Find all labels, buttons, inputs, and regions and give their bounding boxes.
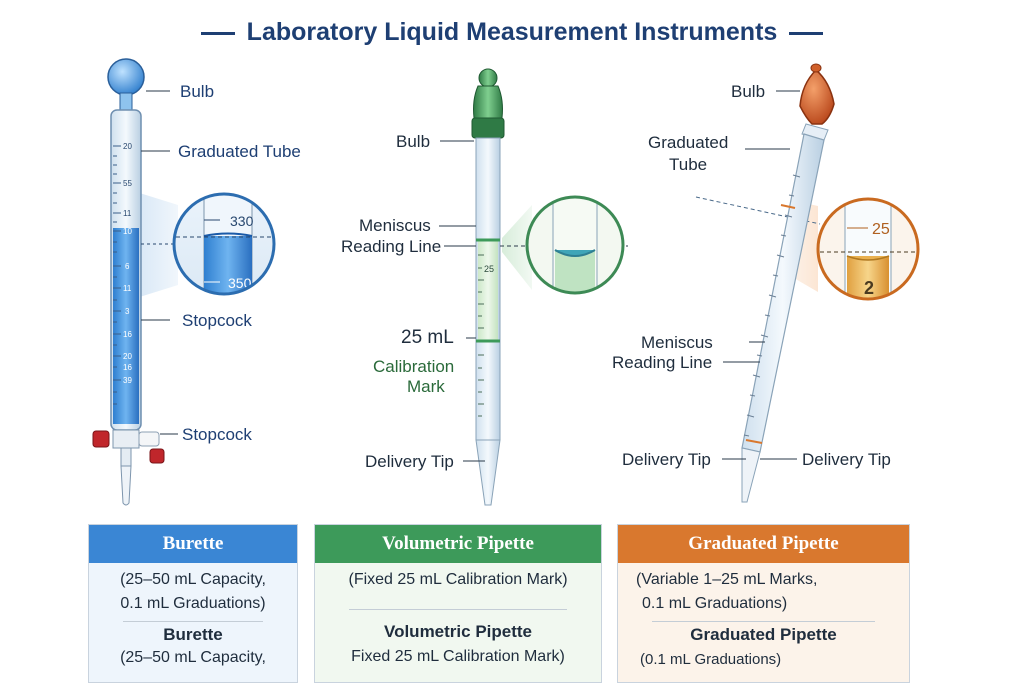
- burette-stopcock-key: [138, 431, 160, 447]
- label-burette-bulb: Bulb: [180, 82, 215, 101]
- card-burette: Burette (25–50 mL Capacity, 0.1 mL Gradu…: [88, 524, 298, 683]
- burette-stopcock-handle-right: [149, 448, 165, 464]
- burette-scale-label: 10: [123, 227, 132, 236]
- card-graduated: Graduated Pipette (Variable 1–25 mL Mark…: [617, 524, 910, 683]
- card-volumetric-header: Volumetric Pipette: [315, 525, 601, 563]
- burette-scale: [113, 145, 121, 405]
- graduated-bulb-shape: [799, 68, 835, 125]
- burette-scale-label: 39: [123, 376, 132, 385]
- graduated-zoom-bottom-label: 2: [864, 278, 874, 298]
- label-volumetric-mark-value: 25 mL: [401, 327, 454, 348]
- graduated-tip: [741, 447, 761, 503]
- label-graduated-reading-line: Reading Line: [612, 353, 713, 372]
- volumetric-bulb-shape: [473, 85, 503, 119]
- title-dash-right: [789, 31, 824, 35]
- graduated-scale: [743, 174, 801, 437]
- card-volumetric: Volumetric Pipette (Fixed 25 mL Calibrat…: [314, 524, 602, 683]
- graduated-pipette: 25 2: [695, 63, 920, 503]
- card-burette-line3: (25–50 mL Capacity,: [120, 649, 266, 666]
- card-graduated-line1: (Variable 1–25 mL Marks,: [636, 571, 818, 588]
- volumetric-bulb-knob: [478, 68, 498, 88]
- volumetric-liquid: [478, 240, 498, 340]
- burette-scale-label: 3: [125, 307, 130, 316]
- volumetric-tip: [475, 439, 501, 506]
- card-graduated-line3: (0.1 mL Graduations): [640, 651, 782, 668]
- graduated-tube: [741, 133, 825, 453]
- burette-zoom-top-label: 330: [230, 213, 254, 229]
- label-volumetric-mark: Mark: [407, 377, 445, 396]
- label-burette-graduated-tube: Graduated Tube: [178, 142, 301, 161]
- card-graduated-divider: [652, 621, 875, 622]
- card-graduated-subheading: Graduated Pipette: [690, 625, 837, 644]
- label-graduated-delivery-tip-left: Delivery Tip: [622, 450, 711, 469]
- card-burette-header: Burette: [89, 525, 297, 563]
- label-burette-stopcock-lower: Stopcock: [182, 425, 252, 444]
- label-graduated-tube-line2: Tube: [669, 155, 708, 174]
- label-burette-stopcock-upper: Stopcock: [182, 311, 252, 330]
- burette-liquid: [113, 228, 139, 424]
- burette: 20 55 11 10 6 11 3 16 20 16 39 330: [92, 58, 276, 506]
- volumetric-cap-band: [471, 117, 505, 139]
- burette-zoom-bottom-label: 350: [228, 275, 252, 291]
- card-graduated-line2: 0.1 mL Graduations): [642, 595, 788, 612]
- burette-stem: [120, 447, 132, 467]
- title-text: Laboratory Liquid Measurement Instrument…: [246, 18, 778, 46]
- page-title: Laboratory Liquid Measurement Instrument…: [0, 18, 1024, 47]
- graduated-zoom-top-label: 25: [872, 221, 890, 238]
- label-volumetric-calibration: Calibration: [373, 357, 455, 376]
- volumetric-pipette: 25: [439, 68, 628, 506]
- burette-scale-label: 16: [123, 330, 132, 339]
- graduated-zoom-inner: [818, 199, 918, 299]
- title-dash-left: [200, 31, 235, 35]
- card-volumetric-line2: Fixed 25 mL Calibration Mark): [351, 648, 565, 665]
- label-graduated-bulb: Bulb: [731, 82, 766, 101]
- burette-scale-label: 20: [123, 142, 132, 151]
- card-burette-divider: [123, 621, 263, 622]
- label-volumetric-delivery-tip: Delivery Tip: [365, 452, 454, 471]
- label-graduated-meniscus: Meniscus: [641, 333, 713, 352]
- burette-zoom-inner: [174, 194, 274, 294]
- burette-scale-label: 55: [123, 179, 132, 188]
- burette-zoom-beam: [130, 190, 178, 300]
- label-volumetric-meniscus: Meniscus: [359, 216, 431, 235]
- burette-scale-label: 11: [123, 284, 132, 293]
- card-volumetric-divider: [349, 609, 567, 610]
- burette-scale-label: 6: [125, 262, 130, 271]
- volumetric-scale-label: 25: [484, 264, 494, 274]
- volumetric-zoom-inner: [527, 197, 623, 293]
- volumetric-zoom-lens: [525, 195, 625, 295]
- burette-zoom-lens: [172, 192, 276, 296]
- card-volumetric-subheading: Volumetric Pipette: [384, 622, 532, 641]
- card-graduated-header: Graduated Pipette: [618, 525, 909, 563]
- burette-tip: [120, 465, 132, 506]
- label-graduated-delivery-tip-right: Delivery Tip: [802, 450, 891, 469]
- card-burette-subheading: Burette: [163, 625, 223, 644]
- label-volumetric-bulb: Bulb: [396, 132, 431, 151]
- burette-stopcock-handle-left: [92, 430, 110, 448]
- card-volumetric-line1: (Fixed 25 mL Calibration Mark): [348, 571, 568, 588]
- burette-scale-label: 20: [123, 352, 132, 361]
- burette-scale-label: 11: [123, 209, 132, 218]
- graduated-zoom-lens: [816, 197, 920, 301]
- card-burette-line1: (25–50 mL Capacity,: [120, 571, 266, 588]
- burette-bulb-shape: [107, 58, 145, 96]
- graduated-lower-mark: [745, 439, 763, 444]
- volumetric-scale: [478, 254, 484, 417]
- burette-stopcock-body: [112, 429, 140, 449]
- volumetric-zoom-beam: [502, 205, 532, 290]
- card-burette-line2: 0.1 mL Graduations): [120, 595, 266, 612]
- graduated-bulb-tip: [810, 63, 822, 73]
- label-volumetric-reading-line: Reading Line: [341, 237, 442, 256]
- label-graduated-tube-line1: Graduated: [648, 133, 729, 152]
- burette-scale-label: 16: [123, 363, 132, 372]
- graduated-meniscus-mark: [780, 204, 796, 209]
